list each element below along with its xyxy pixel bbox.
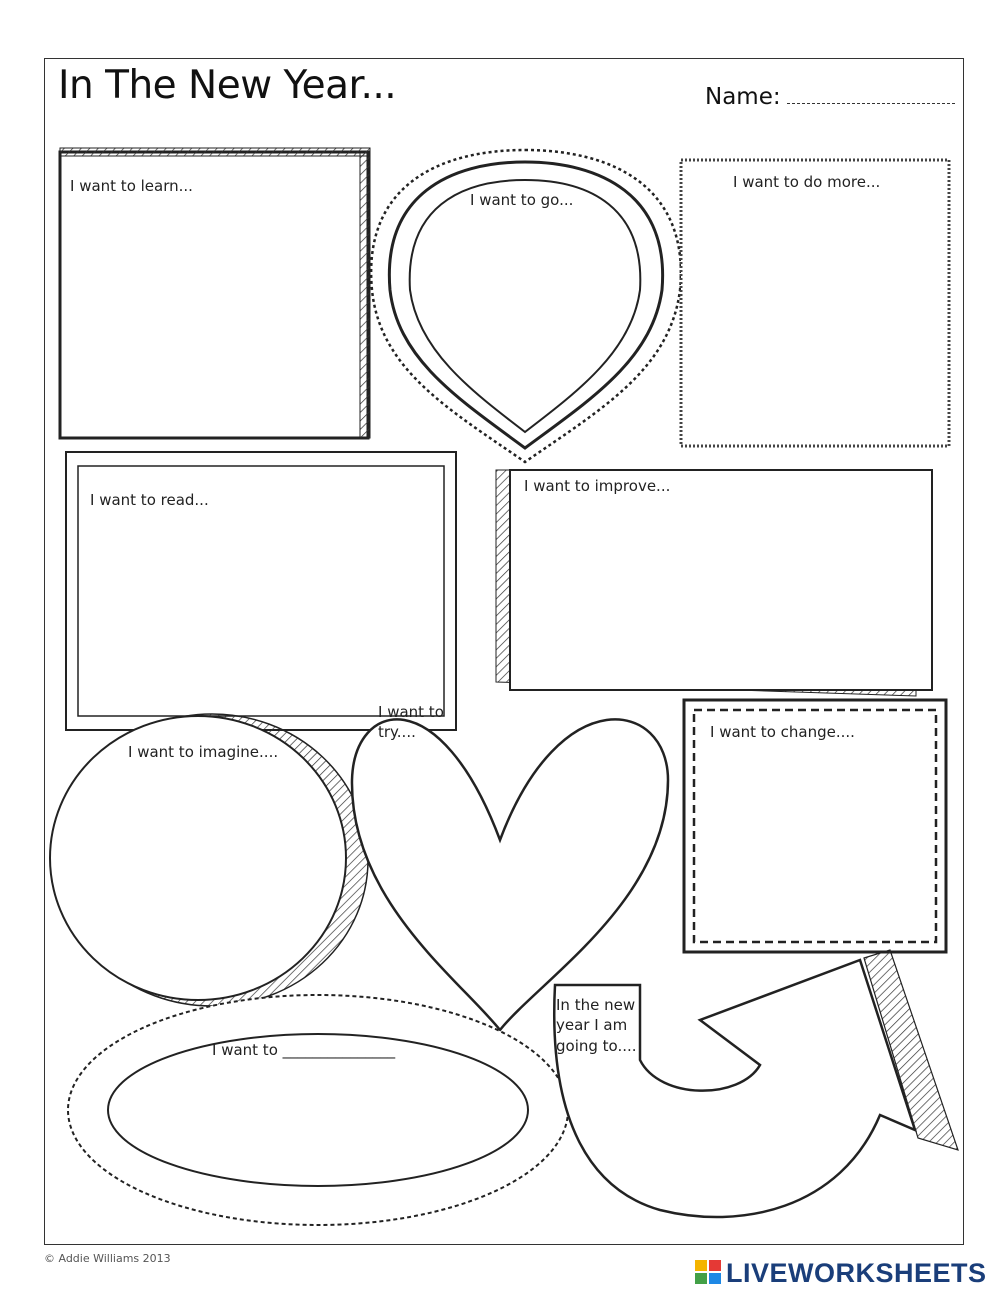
- prompt-want-to: I want to _______________: [212, 1041, 396, 1059]
- prompt-read: I want to read...: [90, 491, 209, 509]
- name-input-line[interactable]: [786, 85, 955, 104]
- learn-box: [58, 147, 371, 440]
- prompt-going-to: In the new year I am going to....: [556, 996, 637, 1055]
- try-heart: [350, 718, 670, 1032]
- prompt-go: I want to go...: [470, 191, 574, 209]
- read-box: [65, 451, 457, 731]
- copyright-text: © Addie Williams 2013: [44, 1252, 171, 1265]
- want-to-ellipse: [67, 994, 569, 1226]
- liveworksheets-logo-icon: [695, 1260, 721, 1284]
- brand-name[interactable]: LIVEWORKSHEETS: [726, 1258, 987, 1288]
- prompt-imagine: I want to imagine....: [128, 743, 279, 761]
- imagine-circle: [49, 713, 369, 1007]
- prompt-improve: I want to improve...: [524, 477, 671, 495]
- name-label: Name:: [705, 84, 781, 110]
- prompt-do-more: I want to do more...: [733, 173, 881, 191]
- change-box: [682, 698, 948, 954]
- prompt-change: I want to change....: [710, 723, 855, 741]
- improve-box: [495, 469, 933, 697]
- name-field: Name:: [705, 84, 955, 110]
- prompt-learn: I want to learn...: [70, 177, 193, 195]
- going-to-arrow: [553, 949, 959, 1219]
- worksheet-title: In The New Year...: [58, 63, 397, 108]
- prompt-try: I want to try....: [378, 703, 444, 742]
- go-shape: [369, 148, 683, 464]
- do-more-box: [679, 158, 951, 448]
